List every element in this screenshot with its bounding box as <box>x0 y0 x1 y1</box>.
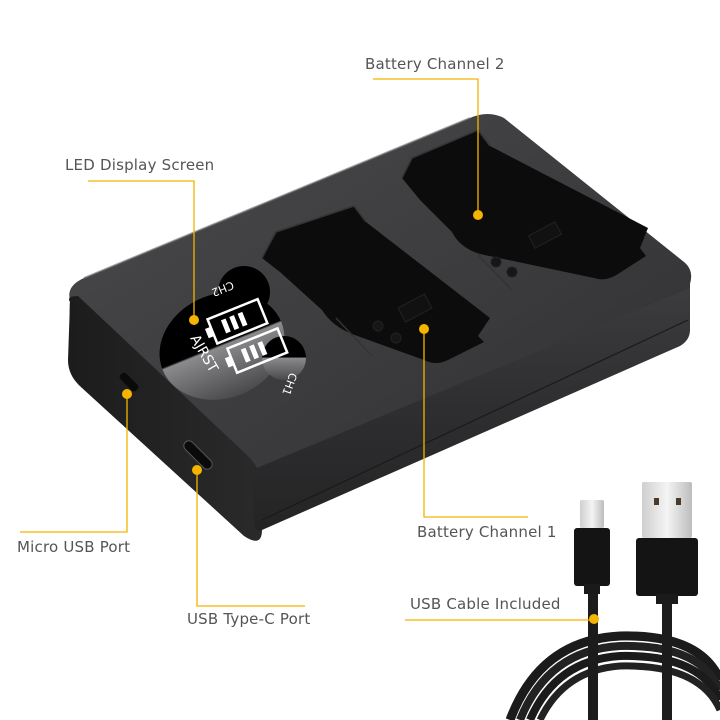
leader-usb-c <box>196 470 305 607</box>
micro-usb-port-graphic <box>119 372 139 392</box>
label-micro-usb-port: Micro USB Port <box>17 538 131 556</box>
callout-leaders <box>20 78 593 621</box>
label-battery-channel-1: Battery Channel 1 <box>417 523 557 541</box>
leader-micro-usb <box>20 394 128 533</box>
leader-battery-channel-2 <box>373 78 479 215</box>
dot-battery-channel-2 <box>473 210 483 220</box>
micro-usb-plug-tip <box>580 500 604 528</box>
leader-battery-channel-1 <box>423 329 528 518</box>
label-led-display-screen: LED Display Screen <box>65 156 215 174</box>
dot-led-display <box>189 315 199 325</box>
battery-channel-2-slot <box>401 129 648 291</box>
usb-cable <box>505 482 720 720</box>
label-usb-cable-included: USB Cable Included <box>410 595 561 613</box>
dot-usb-c <box>192 465 202 475</box>
callout-dots <box>122 210 599 624</box>
dot-battery-channel-1 <box>419 324 429 334</box>
dot-micro-usb <box>122 389 132 399</box>
battery-channel-1-slot <box>261 205 490 363</box>
usb-c-port-graphic <box>183 440 213 470</box>
label-battery-channel-2: Battery Channel 2 <box>365 55 505 73</box>
dot-usb-cable <box>589 614 599 624</box>
usb-a-plug-tip <box>642 482 692 538</box>
leader-led-display <box>88 180 195 320</box>
label-usb-type-c-port: USB Type-C Port <box>187 610 311 628</box>
